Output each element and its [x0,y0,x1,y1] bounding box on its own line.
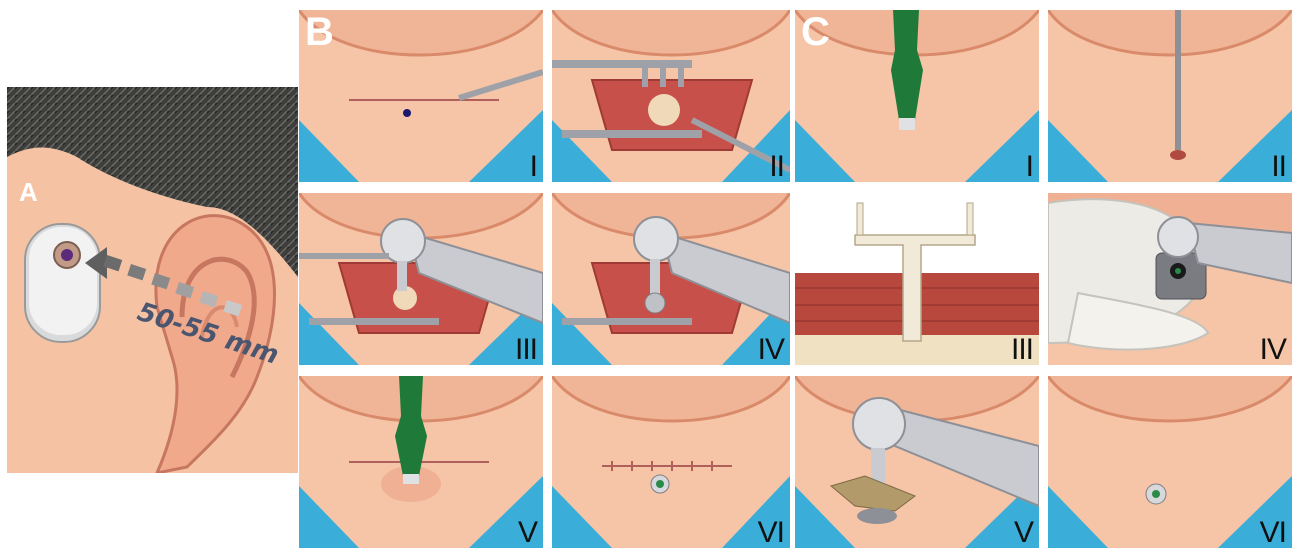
panel-c-step-6: VI [1048,376,1292,548]
panel-b-step-6: VI [552,376,790,548]
panel-a: A 50-55 mm [7,87,298,473]
step-label: III [1011,335,1033,365]
panel-b-letter: B [305,12,334,52]
panel-b-step-3: III [299,193,543,365]
step-label: IV [1260,335,1286,365]
skin-site-illustration [795,10,1039,182]
step-label: VI [758,518,784,548]
panel-c-step-3: III [795,193,1039,365]
skin-site-illustration [552,376,790,548]
step-label: II [769,152,784,182]
skin-site-illustration [299,376,543,548]
step-label: III [515,335,537,365]
panel-b-step-5: V [299,376,543,548]
panel-a-letter: A [19,177,38,208]
panel-c-step-1: I C [795,10,1039,182]
panel-c-step-2: II [1048,10,1292,182]
step-label: I [1026,152,1033,182]
panel-b-step-4: IV [552,193,790,365]
skin-site-illustration [795,376,1039,548]
skin-site-illustration [552,10,790,182]
panel-b-step-1: I B [299,10,543,182]
skin-site-illustration [552,193,790,365]
cross-section-illustration [795,193,1039,365]
panel-c-letter: C [801,12,830,52]
panel-b-step-2: II [552,10,790,182]
step-label: VI [1260,518,1286,548]
step-label: IV [758,335,784,365]
skin-site-illustration [299,10,543,182]
panel-c-step-4: IV [1048,193,1292,365]
skin-site-illustration [1048,10,1292,182]
gloved-hand-illustration [1048,193,1292,365]
step-label: V [518,518,537,548]
step-label: I [530,152,537,182]
skin-site-illustration [1048,376,1292,548]
step-label: V [1014,518,1033,548]
panel-c-step-5: V [795,376,1039,548]
panel-a-illustration [7,87,298,473]
skin-site-illustration [299,193,543,365]
step-label: II [1271,152,1286,182]
